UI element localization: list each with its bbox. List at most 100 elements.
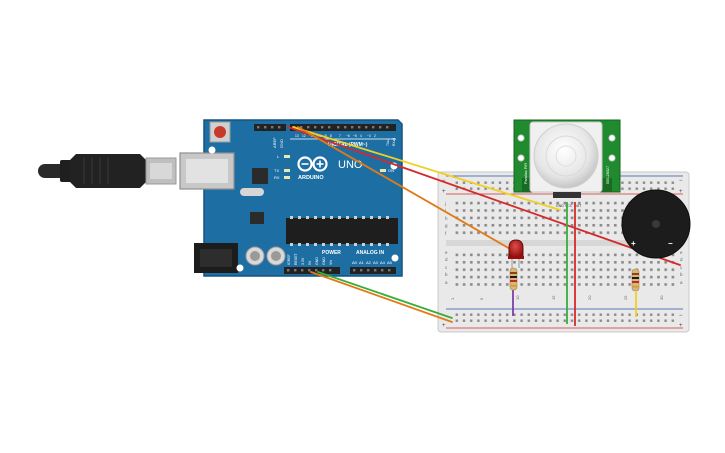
power-pin-labels: IOREF RESET 3.3V 5V GND GND Vin <box>287 252 333 265</box>
arduino-logo <box>297 156 328 172</box>
svg-text:A4: A4 <box>380 260 386 265</box>
wires <box>287 126 681 326</box>
svg-text:c: c <box>445 265 448 270</box>
svg-text:h: h <box>445 216 448 221</box>
svg-text:13: 13 <box>295 134 299 138</box>
svg-text:Vin: Vin <box>329 260 333 265</box>
svg-text:2: 2 <box>374 134 376 138</box>
svg-text:d: d <box>445 257 448 262</box>
svg-text:i: i <box>445 208 446 213</box>
digital-header-label: DIGITAL (PWM~) <box>328 142 368 148</box>
wire-orange-led[interactable] <box>297 126 513 251</box>
bottom-power-rail <box>453 312 675 324</box>
svg-text:GND: GND <box>322 257 326 265</box>
on-led-label: ON <box>388 168 394 173</box>
svg-text:RX◂0: RX◂0 <box>392 138 396 146</box>
svg-text:8: 8 <box>330 134 332 138</box>
svg-text:20: 20 <box>587 295 592 300</box>
svg-text:GND: GND <box>315 257 319 265</box>
svg-text:TX▸1: TX▸1 <box>386 138 390 146</box>
buzzer-plus-label: + <box>631 239 636 248</box>
svg-text:f: f <box>445 231 447 236</box>
red-led[interactable] <box>508 239 524 268</box>
rail-plus-bottom-left: + <box>442 323 446 329</box>
analog-pin-labels: A0 A1 A2 A3 A4 A5 <box>352 260 393 265</box>
svg-text:b: b <box>445 272 448 277</box>
svg-text:~5: ~5 <box>353 134 357 138</box>
svg-text:e: e <box>680 250 683 255</box>
svg-text:a: a <box>680 280 683 285</box>
svg-text:j: j <box>444 201 446 206</box>
pir-pin-vcc-label: VCC <box>565 204 573 208</box>
svg-text:IOREF: IOREF <box>287 254 291 265</box>
center-channel <box>446 240 684 246</box>
led-tx-label: TX <box>274 168 279 173</box>
svg-text:A2: A2 <box>366 260 372 265</box>
svg-text:A1: A1 <box>359 260 365 265</box>
buzzer-resistor[interactable] <box>631 268 640 292</box>
digital-header-right <box>290 124 396 131</box>
rail-plus-bottom-right: + <box>679 323 683 329</box>
svg-text:RESET: RESET <box>294 252 298 265</box>
svg-text:~10: ~10 <box>316 134 322 138</box>
svg-text:e: e <box>445 250 448 255</box>
svg-text:A3: A3 <box>373 260 379 265</box>
column-numbers: 1 5 10 15 20 25 30 <box>450 295 664 300</box>
svg-text:12: 12 <box>302 134 306 138</box>
svg-text:A5: A5 <box>387 260 393 265</box>
svg-text:g: g <box>445 223 448 228</box>
rail-plus-top-right: + <box>679 189 683 195</box>
pir-right-text: 555-28027 <box>606 166 610 184</box>
power-header <box>284 267 340 274</box>
reset-button-cap[interactable] <box>214 126 226 138</box>
wire-orange-5v[interactable] <box>310 271 453 323</box>
svg-text:b: b <box>680 272 683 277</box>
svg-text:25: 25 <box>623 295 628 300</box>
pir-pin-header <box>553 192 581 198</box>
pir-pin-out-label: OUT <box>574 204 582 208</box>
analog-label: ANALOG IN <box>356 250 384 256</box>
svg-text:3.3V: 3.3V <box>301 257 305 265</box>
svg-text:5V: 5V <box>308 260 312 265</box>
led-rx-label: RX <box>274 175 280 180</box>
svg-text:~3: ~3 <box>367 134 371 138</box>
arduino-uno-board[interactable]: AREF GND DIGITAL (PWM~) ARDUINO UNO L TX… <box>179 119 403 277</box>
row-letters-left: j i h g f e d c b a <box>444 201 448 285</box>
wire-red-buzzer[interactable] <box>287 126 681 266</box>
piezo-buzzer[interactable]: + − <box>621 189 691 259</box>
digital-header-left <box>254 124 286 131</box>
buzzer-minus-label: − <box>668 239 673 248</box>
svg-text:~6: ~6 <box>346 134 350 138</box>
rail-plus-top-left: + <box>442 189 446 195</box>
svg-text:4: 4 <box>360 134 362 138</box>
svg-text:7: 7 <box>339 134 341 138</box>
arduino-model: UNO <box>338 159 363 171</box>
rail-minus-top-right: − <box>679 178 683 184</box>
led-l-label: L <box>277 154 280 159</box>
arduino-brand: ARDUINO <box>298 175 324 181</box>
pir-motion-sensor[interactable]: Parallax PIR 555-28027 GND VCC OUT <box>513 119 621 208</box>
svg-text:15: 15 <box>551 295 556 300</box>
svg-text:A0: A0 <box>352 260 358 265</box>
pir-pin-gnd-label: GND <box>556 204 564 208</box>
svg-text:a: a <box>445 280 448 285</box>
analog-header <box>350 267 396 274</box>
svg-text:d: d <box>680 257 683 262</box>
svg-text:30: 30 <box>659 295 664 300</box>
gnd-label: GND <box>279 139 284 148</box>
aref-label: AREF <box>272 137 277 148</box>
atmega-chip <box>286 218 398 244</box>
power-label: POWER <box>322 250 341 256</box>
svg-text:5: 5 <box>479 297 484 300</box>
led-resistor[interactable] <box>509 267 518 291</box>
svg-text:10: 10 <box>515 295 520 300</box>
rail-minus-bottom-right: − <box>679 313 683 319</box>
pir-dome <box>533 123 599 189</box>
svg-text:1: 1 <box>450 297 455 300</box>
pir-left-text: Parallax PIR <box>524 163 528 184</box>
svg-text:c: c <box>680 265 683 270</box>
wire-yellow[interactable] <box>292 126 561 211</box>
usb-cable[interactable] <box>38 154 177 188</box>
wire-green-gnd[interactable] <box>317 271 453 319</box>
